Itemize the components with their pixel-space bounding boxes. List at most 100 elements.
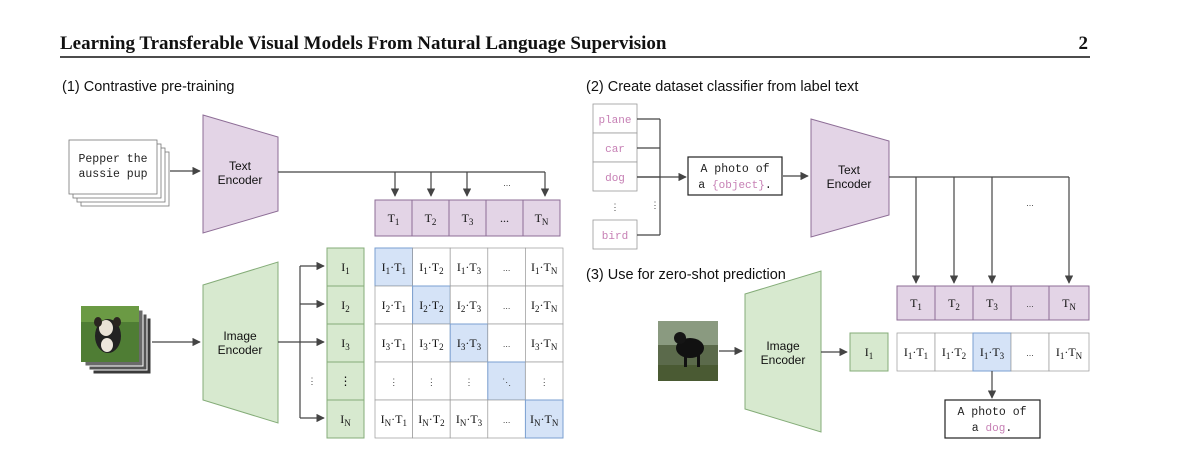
- bus-ellipsis-1: ...: [503, 178, 511, 188]
- image-input-stack: [81, 306, 152, 375]
- score-cell-label: ...: [1026, 348, 1034, 358]
- text-input-line1: Pepper the: [78, 153, 147, 166]
- image-token-box: [326, 285, 365, 325]
- matrix-cell-label: I2·T3: [457, 298, 482, 314]
- output-line1: A photo of: [957, 406, 1026, 419]
- matrix-cell-label: I3·TN: [531, 336, 558, 352]
- zero-shot-photo: [658, 321, 718, 381]
- section3-title: (3) Use for zero-shot prediction: [586, 267, 786, 283]
- matrix-cell-label: I1·T2: [419, 260, 443, 276]
- text-token-box: [1010, 285, 1050, 321]
- matrix-cell: [412, 247, 451, 287]
- template-line2: a {object}.: [698, 179, 772, 192]
- matrix-cell-label: I2·T2: [419, 298, 443, 314]
- text-input-line2: aussie pup: [78, 168, 147, 181]
- template-line1: A photo of: [700, 163, 769, 176]
- score-cell: [934, 332, 974, 372]
- label-text: plane: [598, 115, 631, 127]
- image-token-box: [326, 247, 365, 287]
- matrix-cell-label: IN·TN: [530, 412, 559, 428]
- label-box: [592, 132, 638, 163]
- image-encoder-2: Image Encoder: [744, 270, 822, 433]
- text-encoder-2: Text Encoder: [810, 118, 890, 238]
- matrix-cell: [487, 399, 526, 439]
- text-token-box: [411, 199, 450, 237]
- matrix-cell-label: ⋮: [389, 377, 398, 387]
- matrix-cell-label: I1·T3: [457, 260, 482, 276]
- text-token-label: T1: [388, 211, 400, 227]
- image-encoder-2-label: Image: [766, 339, 800, 353]
- text-token-label: ...: [1026, 299, 1034, 309]
- matrix-cell-label: IN·T3: [456, 412, 483, 428]
- label-box: [592, 219, 638, 250]
- text-token-box: [1048, 285, 1090, 321]
- label-text: bird: [602, 231, 628, 243]
- text-token-label: ...: [500, 211, 509, 225]
- matrix-cell: [374, 323, 413, 363]
- score-cell-label: I1·T2: [942, 345, 966, 361]
- image-token-label: I3: [341, 336, 350, 352]
- text-encoder-1-bus: [278, 171, 550, 197]
- paper-title: Learning Transferable Visual Models From…: [60, 33, 667, 54]
- matrix-cell-diagonal: [524, 399, 564, 439]
- matrix-cell-diagonal: [374, 247, 414, 287]
- output-line2: a dog.: [972, 422, 1013, 435]
- template-placeholder: {object}: [712, 180, 765, 192]
- matrix-cell: [374, 361, 413, 401]
- image-token-label: I1: [865, 345, 874, 361]
- matrix-cell: [412, 399, 451, 439]
- image-token-label: ⋮: [340, 374, 352, 388]
- matrix-cell: [449, 285, 489, 325]
- matrix-cell: [525, 323, 564, 363]
- image-encoder-1-bus: [278, 261, 325, 423]
- matrix-cell-label: ⋮: [540, 377, 549, 387]
- image-encoder-1: Image Encoder: [202, 261, 279, 424]
- score-cell: [896, 332, 936, 372]
- matrix-cell: [412, 323, 451, 363]
- text-token-box: [934, 285, 974, 321]
- matrix-cell: [525, 285, 564, 325]
- text-encoder-1: Text Encoder: [202, 114, 279, 234]
- label-box: [592, 103, 638, 134]
- score-cell-label: I1·TN: [1056, 345, 1083, 361]
- matrix-cell-label: I3·T2: [419, 336, 443, 352]
- matrix-cell-label: IN·T2: [418, 412, 444, 428]
- image-token-label: I1: [341, 260, 350, 276]
- text-token-label: T3: [986, 296, 998, 312]
- label-text: dog: [605, 173, 625, 185]
- matrix-cell-label: I2·T1: [382, 298, 406, 314]
- prediction-output-box: A photo of a dog.: [944, 399, 1041, 439]
- text-token-box: [485, 199, 524, 237]
- image-encoder-2-label2: Encoder: [761, 353, 806, 367]
- image-token-label: IN: [340, 412, 351, 428]
- matrix-cell-label: I3·T3: [457, 336, 482, 352]
- matrix-cell-label: ...: [503, 263, 511, 273]
- text-token-box: [972, 285, 1012, 321]
- matrix-cell: [374, 399, 413, 439]
- text-encoder-1-label2: Encoder: [218, 173, 263, 187]
- matrix-cell: [525, 361, 564, 401]
- image-encoder-1-label2: Encoder: [218, 343, 263, 357]
- section2-title: (2) Create dataset classifier from label…: [586, 79, 858, 95]
- text-input-stack: Pepper the aussie pup: [68, 139, 170, 207]
- bus-ellipsis-2: ...: [1026, 198, 1034, 208]
- matrix-cell: [525, 247, 564, 287]
- text-token-label: TN: [1062, 296, 1076, 312]
- label-box: [592, 161, 638, 192]
- text-token-label: TN: [535, 211, 549, 227]
- matrix-cell: [449, 399, 489, 439]
- text-token-box: [522, 199, 561, 237]
- bus-vellipsis-1: ⋮: [308, 376, 317, 386]
- page-number: 2: [1079, 33, 1089, 54]
- section1-title: (1) Contrastive pre-training: [62, 79, 234, 95]
- label-text: car: [605, 144, 625, 156]
- image-token-box: [326, 361, 365, 401]
- matrix-cell-label: I2·TN: [531, 298, 558, 314]
- text-token-label: T3: [462, 211, 474, 227]
